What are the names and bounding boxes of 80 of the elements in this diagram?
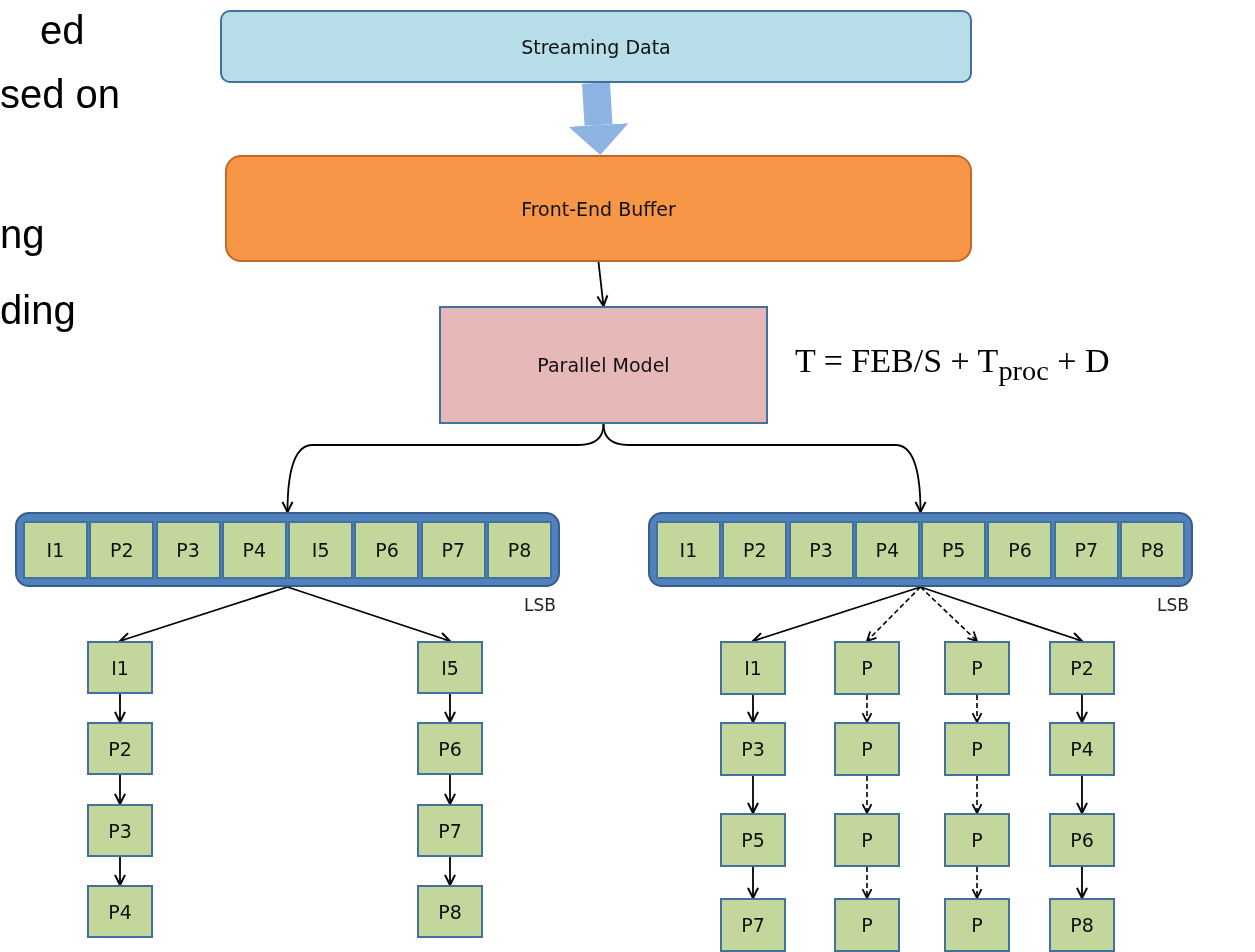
arrow: [443, 693, 457, 723]
arrow: [746, 775, 760, 814]
buffer-bar: [648, 512, 1193, 587]
frame-box: I1: [720, 641, 786, 695]
text-fragment: sed on: [0, 72, 121, 117]
frame-box: P: [944, 722, 1010, 776]
frame-box: P: [834, 722, 900, 776]
arrow: [752, 586, 922, 644]
frame-box: P3: [720, 722, 786, 776]
frame-box: P2: [1049, 641, 1115, 695]
frame-box: P8: [487, 520, 553, 579]
frame-box: P2: [722, 520, 788, 579]
frame-box: P: [944, 813, 1010, 867]
arrow: [281, 423, 605, 513]
frame-box: P4: [1049, 722, 1115, 776]
arrow: [113, 774, 127, 805]
frame-box: P8: [1120, 520, 1186, 579]
arrow: [113, 693, 127, 723]
frame-box: P2: [89, 520, 155, 579]
formula: T = FEB/S + T$_{proc}$ + D: [795, 342, 1110, 387]
frame-box: P3: [87, 804, 153, 857]
process-box: Streaming Data: [220, 10, 972, 83]
arrow: [1075, 775, 1089, 814]
arrow: [1075, 866, 1089, 899]
frame-box: P4: [221, 520, 287, 579]
frame-box: P8: [1049, 898, 1115, 952]
frame-box: I1: [87, 641, 153, 694]
frame-box: P2: [87, 722, 153, 775]
frame-box: P4: [87, 885, 153, 938]
frame-box: I1: [22, 520, 88, 579]
arrow: [119, 586, 289, 644]
arrow: [866, 586, 922, 642]
frame-box: P5: [720, 813, 786, 867]
arrow: [443, 856, 457, 886]
arrow: [861, 694, 873, 723]
arrow: [1075, 694, 1089, 723]
text-fragment: ed: [40, 8, 85, 53]
frame-box: P: [944, 898, 1010, 952]
frame-box: I5: [417, 641, 483, 694]
arrow: [443, 774, 457, 805]
frame-box: P7: [1053, 520, 1119, 579]
process-box: Front-End Buffer: [225, 155, 972, 262]
frame-box: P7: [420, 520, 486, 579]
buffer-caption: LSB: [524, 595, 556, 615]
frame-box: P5: [921, 520, 987, 579]
frame-box: P7: [417, 804, 483, 857]
arrow: [971, 694, 983, 723]
arrow: [746, 694, 760, 723]
frame-box: P3: [788, 520, 854, 579]
buffer-bar: [15, 512, 560, 587]
arrow: [861, 775, 873, 814]
process-box: Parallel Model: [439, 306, 768, 424]
arrow: [596, 261, 609, 307]
frame-box: P6: [987, 520, 1053, 579]
arrow: [286, 586, 451, 644]
frame-box: P3: [155, 520, 221, 579]
frame-box: P: [834, 813, 900, 867]
text-fragment: ding: [0, 288, 76, 333]
frame-box: P6: [354, 520, 420, 579]
frame-box: I1: [655, 520, 721, 579]
frame-box: P4: [854, 520, 920, 579]
block-arrow: [568, 82, 629, 155]
arrow: [113, 856, 127, 886]
arrow: [861, 866, 873, 899]
frame-box: I5: [288, 520, 354, 579]
arrow: [746, 866, 760, 899]
frame-box: P: [944, 641, 1010, 695]
frame-box: P6: [417, 722, 483, 775]
frame-box: P7: [720, 898, 786, 952]
frame-box: P: [834, 641, 900, 695]
arrow: [602, 423, 927, 513]
arrow: [919, 586, 978, 642]
frame-box: P6: [1049, 813, 1115, 867]
frame-box: P8: [417, 885, 483, 938]
arrow: [971, 866, 983, 899]
arrow: [971, 775, 983, 814]
buffer-caption: LSB: [1157, 595, 1189, 615]
arrow: [919, 586, 1083, 644]
frame-box: P: [834, 898, 900, 952]
text-fragment: ng: [0, 212, 45, 257]
